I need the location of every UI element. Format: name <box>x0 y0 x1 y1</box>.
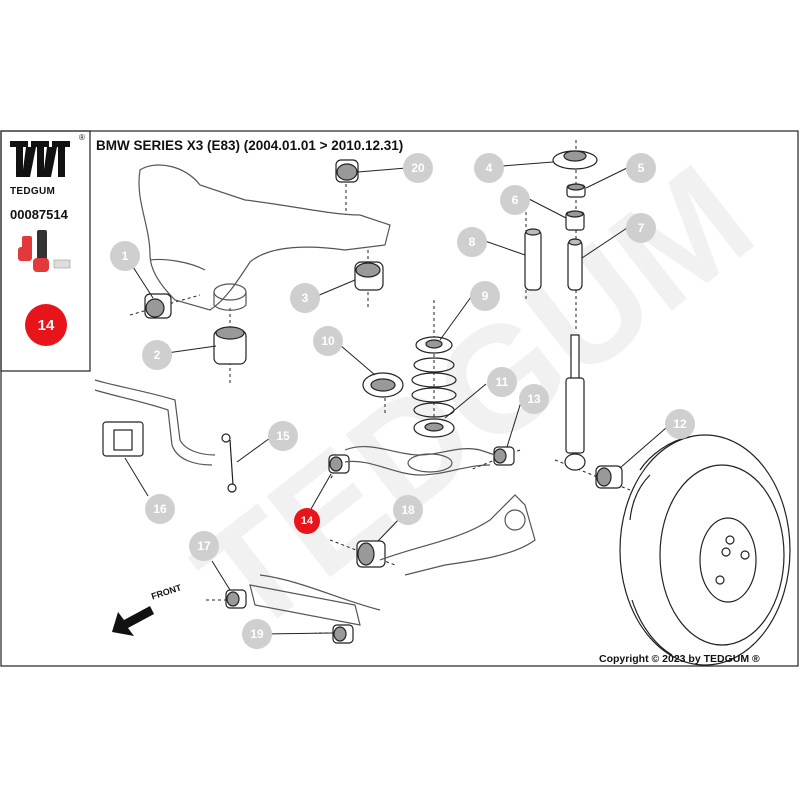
copyright-notice: Copyright © 2023 by TEDGUM ® <box>599 653 760 665</box>
callout-12[interactable]: 12 <box>665 409 695 439</box>
callout-15[interactable]: 15 <box>268 421 298 451</box>
watermark: TEDGUM <box>166 133 782 666</box>
callout-6[interactable]: 6 <box>500 185 530 215</box>
callout-8[interactable]: 8 <box>457 227 487 257</box>
front-arrow-icon <box>112 606 154 636</box>
callout-20[interactable]: 20 <box>403 153 433 183</box>
callout-11[interactable]: 11 <box>487 367 517 397</box>
registered-mark: ® <box>79 133 85 142</box>
rear-arms <box>249 446 536 626</box>
watermark-text: TEDGUM <box>166 133 782 666</box>
stabilizer <box>94 379 237 493</box>
shock-absorber <box>564 334 586 471</box>
callout-10[interactable]: 10 <box>313 326 343 356</box>
product-thumbnail <box>18 230 71 272</box>
callout-2[interactable]: 2 <box>142 340 172 370</box>
callout-5[interactable]: 5 <box>626 153 656 183</box>
brand-name: TEDGUM <box>10 186 56 197</box>
outer-border <box>0 130 799 667</box>
tire <box>619 434 791 666</box>
callout-4[interactable]: 4 <box>474 153 504 183</box>
part-number: 00087514 <box>10 207 68 222</box>
tedgum-logo <box>10 141 70 177</box>
callout-7[interactable]: 7 <box>626 213 656 243</box>
callout-14[interactable]: 14 <box>294 508 320 534</box>
callout-19[interactable]: 19 <box>242 619 272 649</box>
callout-9[interactable]: 9 <box>470 281 500 311</box>
callout-17[interactable]: 17 <box>189 531 219 561</box>
callout-13[interactable]: 13 <box>519 384 549 414</box>
callout-3[interactable]: 3 <box>290 283 320 313</box>
left-panel-border <box>0 130 91 372</box>
callout-1[interactable]: 1 <box>110 241 140 271</box>
subframe <box>138 164 391 311</box>
callout-18[interactable]: 18 <box>393 495 423 525</box>
callout-16[interactable]: 16 <box>145 494 175 524</box>
bushings <box>144 150 623 644</box>
highlight-badge: 14 <box>25 304 67 346</box>
vehicle-title: BMW SERIES X3 (E83) (2004.01.01 > 2010.1… <box>96 138 404 153</box>
